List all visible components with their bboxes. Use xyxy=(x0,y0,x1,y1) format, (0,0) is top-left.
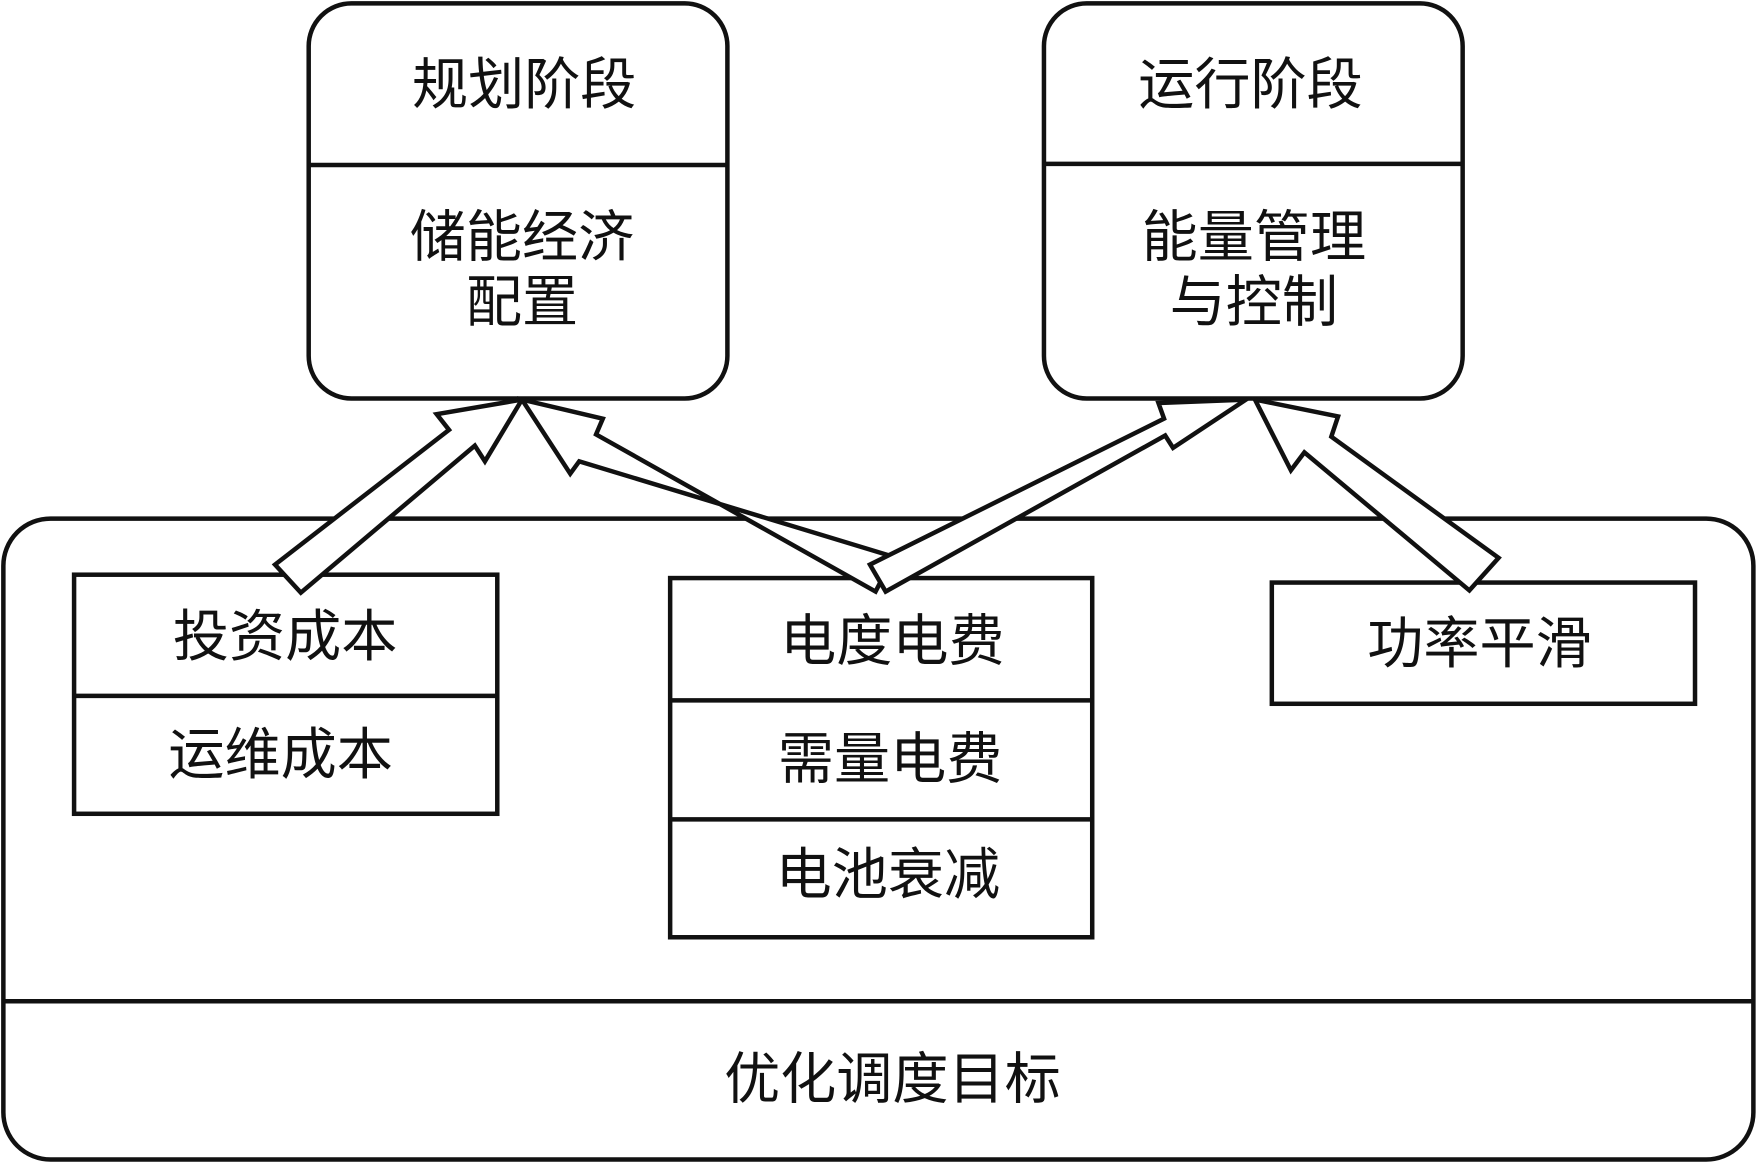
objective-item-energy-charge: 电度电费 xyxy=(780,610,1004,675)
stage-operation-body-line-2: 与控制 xyxy=(1170,271,1338,336)
objective-item-investment-cost: 投资成本 xyxy=(173,605,397,670)
objectives-label: 优化调度目标 xyxy=(724,1047,1061,1112)
objective-item-om-cost: 运维成本 xyxy=(168,723,392,788)
stage-planning-body-line-2: 配置 xyxy=(466,271,578,336)
fee-group-box: 电度电费 需量电费 电池衰减 xyxy=(667,575,1095,940)
objective-item-demand-charge: 需量电费 xyxy=(778,727,1002,792)
arrows xyxy=(271,396,1502,596)
stage-operation-body-line-1: 能量管理 xyxy=(1142,205,1366,270)
smoothing-group-border xyxy=(1269,580,1698,707)
stage-planning-body-line-1: 储能经济 xyxy=(410,205,634,270)
stage-operation-title: 运行阶段 xyxy=(1138,53,1362,118)
fee-group-border xyxy=(667,575,1095,940)
arrow-cost-to-planning xyxy=(271,396,527,596)
stage-planning: 规划阶段 储能经济 配置 xyxy=(306,1,730,401)
smoothing-group-box: 功率平滑 xyxy=(1269,580,1698,707)
objective-item-battery-degradation: 电池衰减 xyxy=(776,843,1000,908)
stage-planning-title: 规划阶段 xyxy=(412,53,636,118)
stage-operation: 运行阶段 能量管理 与控制 xyxy=(1041,1,1465,401)
arrow-smoothing-to-operation xyxy=(1250,396,1502,594)
arrow-fee-to-operation xyxy=(866,397,1254,595)
arrow-fee-to-planning xyxy=(517,396,897,595)
objective-item-power-smoothing: 功率平滑 xyxy=(1367,612,1591,677)
cost-group-box: 投资成本 运维成本 xyxy=(71,572,500,817)
